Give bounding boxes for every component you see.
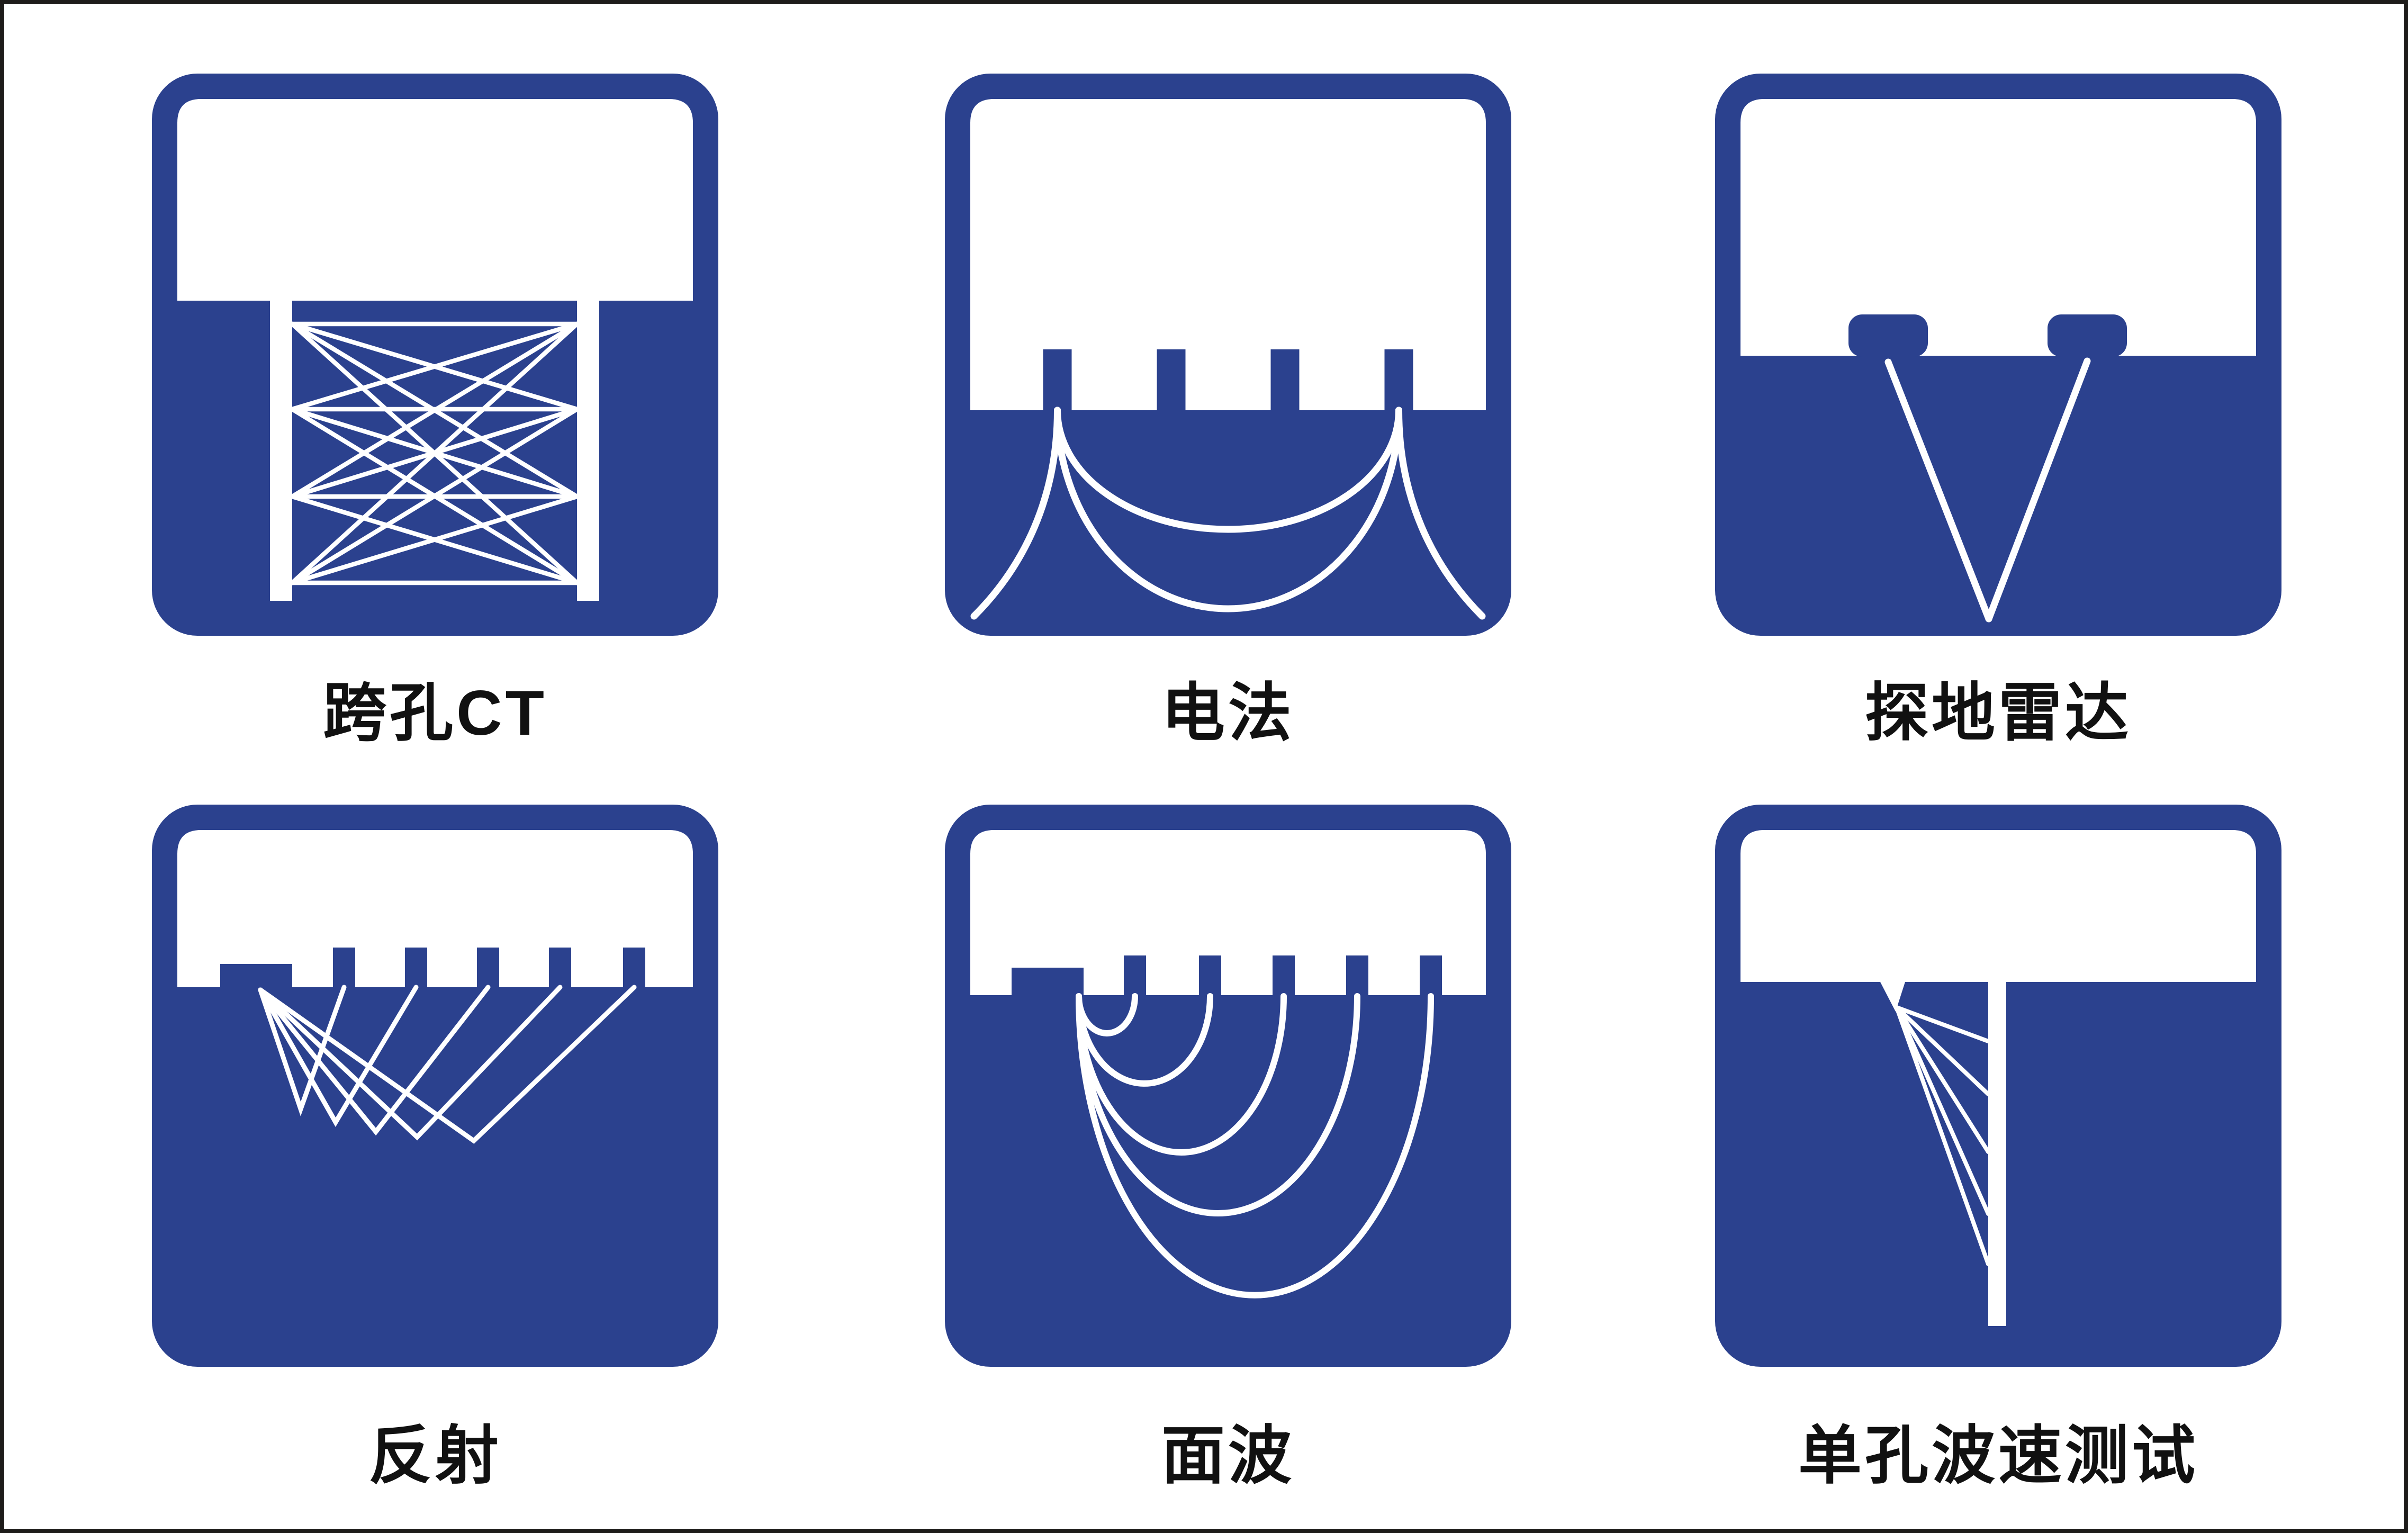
- surface-wave-icon: [945, 805, 1511, 1367]
- seismic-source-plate: [1012, 968, 1084, 995]
- reflected-ray: [258, 985, 347, 1116]
- geophone: [1346, 955, 1368, 995]
- reflected-ray: [258, 985, 419, 1127]
- ground-surface: [970, 830, 1486, 995]
- icon-label-single-hole: 单孔波速测试: [1798, 1420, 2198, 1491]
- reflected-ray: [258, 985, 563, 1141]
- antenna-left: [1848, 314, 1928, 357]
- electrode: [1157, 349, 1186, 410]
- downhole-ray: [1895, 1005, 1990, 1216]
- ground-surface: [970, 99, 1486, 410]
- geophone: [1199, 955, 1221, 995]
- ct-ray-line: [290, 494, 580, 585]
- geophone: [549, 948, 571, 987]
- reflected-ray: [258, 985, 637, 1144]
- seismic-source-plate: [220, 964, 292, 987]
- electrode: [1043, 349, 1072, 410]
- source-wedge: [1880, 982, 1905, 1012]
- ct-ray-line: [290, 407, 580, 585]
- ct-ray-line: [290, 321, 580, 412]
- ground-surface: [177, 99, 693, 301]
- downhole-ray: [1895, 1005, 1990, 1154]
- geophone: [333, 948, 355, 987]
- single-hole-velocity-icon: [1715, 805, 2281, 1367]
- ct-ray-line: [290, 321, 580, 499]
- geophone: [623, 948, 645, 987]
- current-flow-flare-right: [1395, 407, 1486, 620]
- ground-surface: [1740, 830, 2256, 982]
- surface-wave-arc: [1076, 993, 1287, 1156]
- icon-label-crosshole-ct: 跨孔CT: [323, 678, 547, 749]
- reflection-survey-icon: [152, 805, 718, 1367]
- crosshole-ct-icon: [152, 74, 718, 636]
- ground-radar-icon: [1715, 74, 2281, 636]
- borehole: [1988, 982, 2006, 1326]
- icon-label-electrical: 电法: [1161, 678, 1295, 749]
- current-flow-arc-shallow: [1054, 407, 1402, 533]
- surface-wave-arc: [1076, 993, 1213, 1087]
- borehole-left: [270, 301, 292, 601]
- ground-surface: [1740, 99, 2256, 356]
- electrode: [1384, 349, 1413, 410]
- antenna-right: [2048, 314, 2127, 357]
- geophone: [1273, 955, 1295, 995]
- geophone: [1420, 955, 1442, 995]
- geophone: [405, 948, 427, 987]
- reflected-ray: [258, 985, 491, 1136]
- downhole-ray: [1895, 1005, 1990, 1266]
- icon-card-crosshole-ct: [152, 74, 718, 636]
- icon-card-surface-wave: [945, 805, 1511, 1367]
- borehole-right: [577, 301, 599, 601]
- ground-surface: [177, 830, 693, 987]
- geophone: [477, 948, 499, 987]
- current-flow-flare-left: [970, 407, 1061, 620]
- icon-label-surface-wave: 面波: [1161, 1420, 1295, 1491]
- icon-card-reflection: [152, 805, 718, 1367]
- current-flow-arc-deep: [1054, 407, 1402, 612]
- icon-label-reflection: 反射: [368, 1420, 502, 1491]
- surface-wave-arc: [1076, 993, 1434, 1298]
- surface-wave-arc: [1076, 993, 1360, 1216]
- icon-label-gpr: 探地雷达: [1865, 678, 2132, 749]
- icon-card-single-hole: [1715, 805, 2281, 1367]
- electrical-method-icon: [945, 74, 1511, 636]
- radar-path-down: [1884, 358, 1992, 623]
- geophone: [1124, 955, 1146, 995]
- radar-path-up: [1985, 357, 2091, 623]
- icon-card-gpr: [1715, 74, 2281, 636]
- downhole-ray: [1895, 1005, 1990, 1096]
- downhole-ray: [1895, 1005, 1990, 1043]
- electrode: [1270, 349, 1300, 410]
- ct-ray-line: [290, 321, 580, 585]
- icon-card-electrical: [945, 74, 1511, 636]
